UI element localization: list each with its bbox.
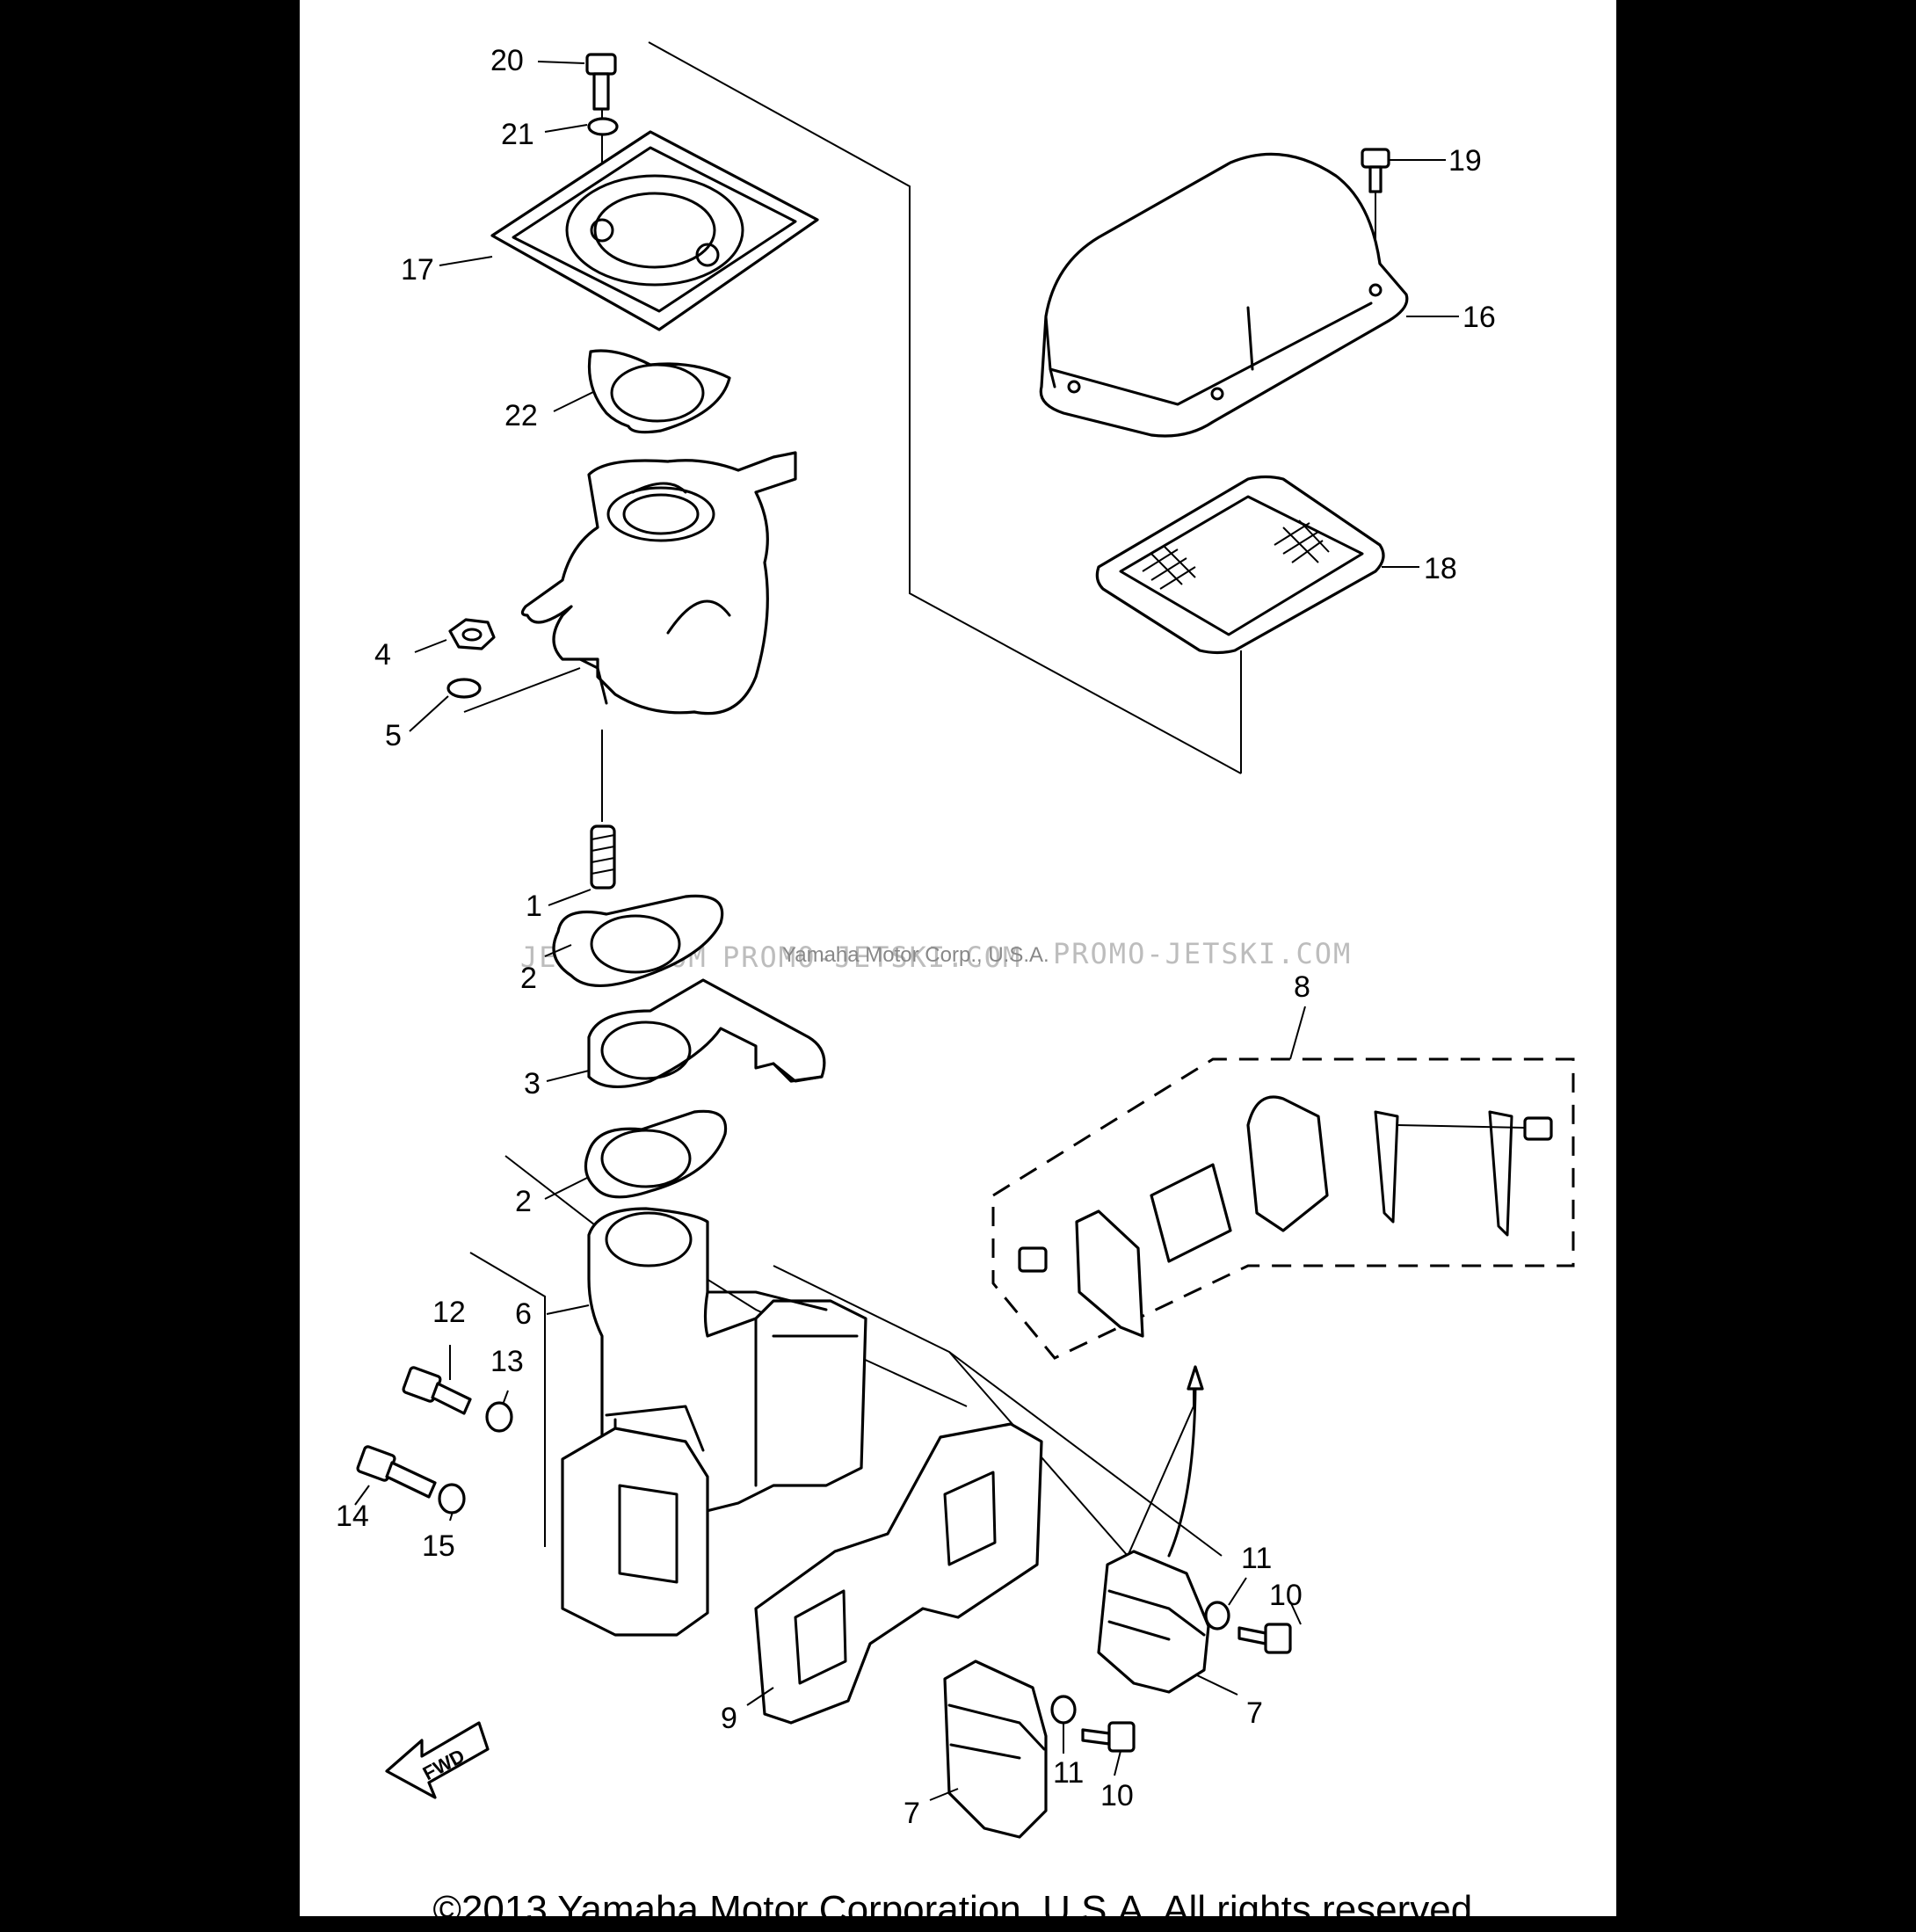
callout-11b: 11 (1053, 1756, 1084, 1790)
part-4-nut (448, 618, 496, 650)
assembly-guide-lines (463, 41, 1376, 1583)
callout-6: 6 (515, 1297, 532, 1331)
callout-17: 17 (401, 253, 434, 287)
callout-1: 1 (526, 890, 542, 923)
callout-9: 9 (721, 1702, 737, 1735)
callout-16: 16 (1462, 301, 1496, 334)
callout-5: 5 (385, 719, 402, 752)
callout-20: 20 (490, 44, 524, 77)
part-21-washer (587, 117, 619, 136)
part-7-reed-valve-lower (943, 1660, 1048, 1839)
part-1-stud (590, 824, 616, 890)
callout-2b: 2 (515, 1185, 532, 1218)
callout-10a: 10 (1269, 1579, 1303, 1612)
callout-18: 18 (1424, 552, 1457, 585)
callout-13: 13 (490, 1345, 524, 1378)
callout-22: 22 (504, 399, 538, 432)
callout-8: 8 (1294, 970, 1310, 1004)
callout-15: 15 (422, 1529, 455, 1563)
part-9-gasket (754, 1422, 1043, 1725)
part-11-washer-upper (1204, 1601, 1230, 1631)
part-20-bolt (585, 53, 617, 111)
callout-3: 3 (524, 1067, 541, 1100)
callout-10b: 10 (1100, 1779, 1134, 1812)
watermark-overlay: Yamaha Motor Corp., U.S.A. (782, 943, 1049, 967)
callout-labels: 20 21 17 22 19 16 18 4 5 1 2 3 2 8 6 12 … (336, 44, 1496, 1830)
part-2-gasket-upper (552, 894, 724, 988)
callout-4: 4 (374, 638, 391, 672)
callout-7a: 7 (1246, 1696, 1263, 1730)
part-5-washer (446, 678, 482, 699)
part-18-screen (1095, 475, 1385, 655)
callout-2a: 2 (520, 962, 537, 995)
callout-14: 14 (336, 1500, 369, 1533)
part-19-bolt (1361, 148, 1390, 193)
part-3-spacer-bracket (587, 978, 826, 1089)
part-17-cover-plate (490, 130, 819, 331)
part-11-washer-lower (1050, 1695, 1077, 1725)
part-manifold-flange (561, 1427, 709, 1637)
part-16-silencer-case (1039, 152, 1409, 438)
callout-19: 19 (1448, 144, 1482, 178)
copyright-notice: ©2013 Yamaha Motor Corporation, U.S.A. A… (432, 1888, 1484, 1931)
fwd-arrow-icon: FWD (385, 1721, 490, 1799)
part-13-washer (485, 1401, 513, 1433)
part-8-reed-assembly (991, 1057, 1575, 1360)
part-10-bolt-lower (1081, 1721, 1136, 1753)
watermark-middle: PROMO-JETSKI.COM (722, 941, 1021, 974)
part-2-gasket-lower (584, 1109, 728, 1199)
part-12-bolt (402, 1366, 472, 1415)
callout-11a: 11 (1241, 1542, 1272, 1575)
part-7-reed-valve-upper (1097, 1550, 1210, 1694)
callout-leaders (354, 61, 1459, 1801)
part-10-bolt-upper (1237, 1623, 1292, 1654)
part-15-washer (438, 1483, 466, 1514)
callout-7b: 7 (904, 1797, 920, 1830)
part-22-gasket (587, 349, 731, 434)
callout-21: 21 (501, 118, 534, 151)
arrow-to-assembly (1167, 1365, 1204, 1558)
watermark-right: PROMO-JETSKI.COM (1053, 937, 1352, 970)
part-carburetor (520, 451, 797, 715)
callout-12: 12 (432, 1296, 466, 1329)
part-14-bolt (356, 1445, 437, 1499)
